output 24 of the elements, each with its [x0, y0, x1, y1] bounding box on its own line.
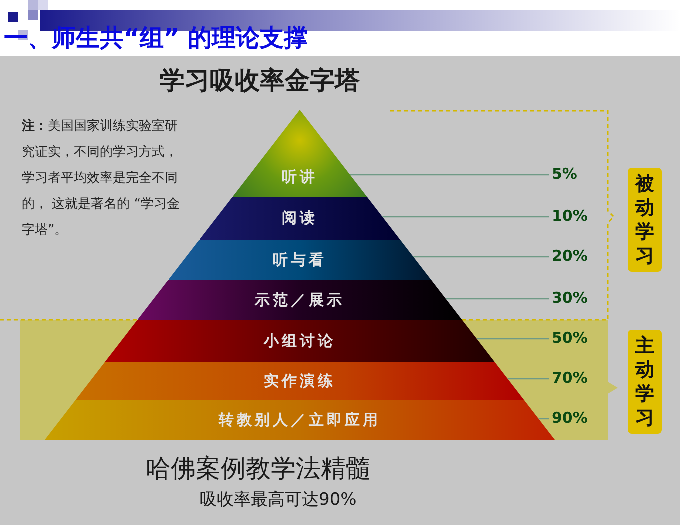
percentage-label: 20%: [552, 247, 588, 265]
leader-line: [476, 338, 549, 340]
slide-title: 一、师生共“组” 的理论支撑: [4, 23, 308, 54]
category-tag: 被动学习: [628, 168, 662, 272]
leader-line: [508, 378, 549, 380]
caption-text: 吸收率最高可达90%: [200, 489, 357, 511]
note-text: 注：美国国家训练实验室研究证实，不同的学习方式，学习者平均效率是完全不同的， 这就是著名的 “学习金字塔”。: [22, 118, 181, 240]
percentage-label: 30%: [552, 289, 588, 307]
pyramid-layer: 示范／展示: [138, 280, 462, 320]
percentage-label: 70%: [552, 369, 588, 387]
leader-line: [538, 418, 549, 420]
pyramid-layer: 小组讨论: [105, 320, 495, 362]
subtitle-text: 哈佛案例教学法精髓: [146, 453, 371, 485]
leader-line: [414, 256, 549, 258]
pyramid-layer: 实作演练: [76, 362, 524, 400]
percentage-label: 50%: [552, 329, 588, 347]
leader-line: [382, 216, 549, 218]
pyramid-heading: 学习吸收率金字塔: [160, 65, 360, 97]
percentage-label: 10%: [552, 207, 588, 225]
category-tag: 主动学习: [628, 330, 662, 434]
percentage-label: 90%: [552, 409, 588, 427]
leader-line: [350, 174, 549, 176]
leader-line: [446, 298, 549, 300]
percentage-label: 5%: [552, 165, 578, 183]
